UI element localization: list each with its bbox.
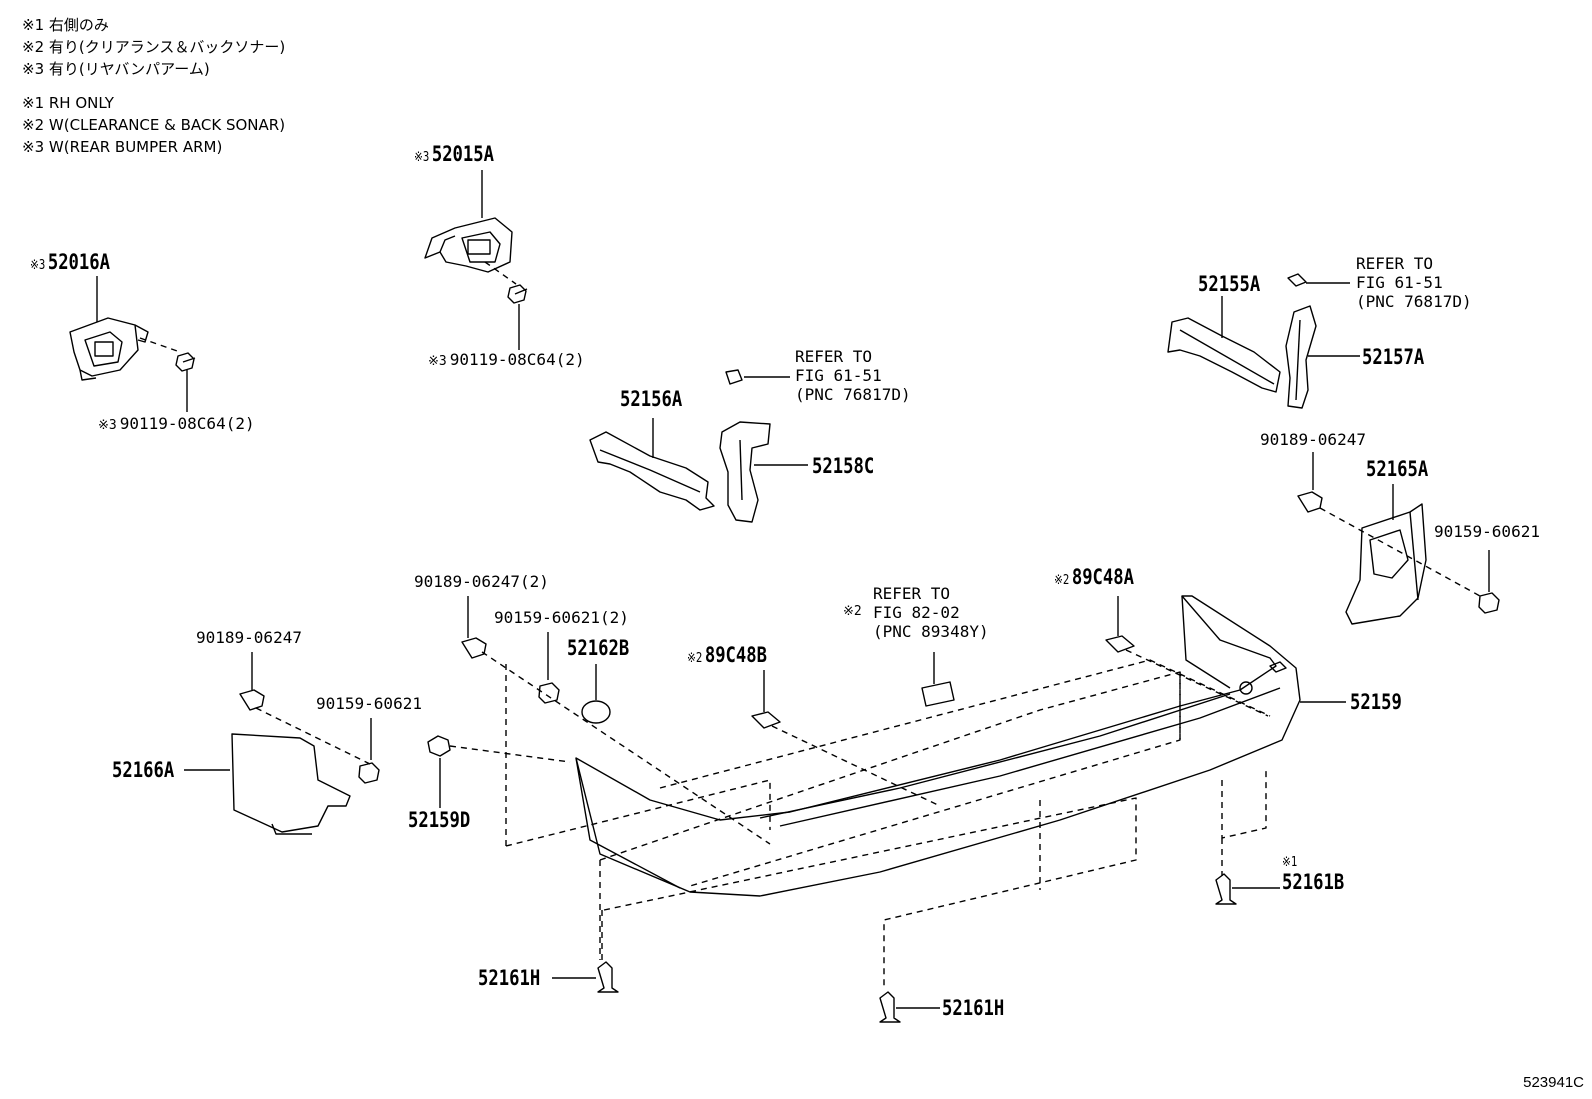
part-number: 89C48B: [704, 643, 768, 667]
label-52162b[interactable]: 52162B: [567, 636, 630, 660]
label-90159-left[interactable]: 90159-60621: [316, 694, 422, 713]
note-line: ※3 有り(リヤバンパアーム): [22, 60, 210, 78]
lower-moulding-52166a-part: [231, 733, 351, 835]
notes-japanese: ※1 右側のみ ※2 有り(クリアランス＆バックソナー) ※3 有り(リヤバンパ…: [22, 14, 285, 80]
label-52161h-left[interactable]: 52161H: [478, 966, 541, 990]
label-52166a[interactable]: 52166A: [112, 758, 175, 782]
note-mark: ※3: [428, 354, 447, 369]
clip-90189-left: [239, 689, 265, 711]
bumper-arm-52016a-part: [69, 317, 149, 381]
sonar-retainer-89c48a: [1105, 635, 1135, 653]
part-number: 52016A: [47, 250, 111, 274]
note-mark: ※2: [687, 651, 703, 666]
label-52156a[interactable]: 52156A: [620, 387, 683, 411]
ref-line: FIG 82-02: [873, 603, 960, 622]
cap-52162b-part: [581, 700, 611, 724]
notes-english: ※1 RH ONLY ※2 W(CLEARANCE & BACK SONAR) …: [22, 92, 285, 158]
lower-moulding-52165a-part: [1345, 503, 1427, 625]
label-52155a[interactable]: 52155A: [1198, 272, 1261, 296]
label-90189-right[interactable]: 90189-06247: [1260, 430, 1366, 449]
ref-line: FIG 61-51: [795, 366, 882, 385]
clip-90189-right: [1297, 491, 1323, 513]
label-90159-pair[interactable]: 90159-60621(2): [494, 608, 629, 627]
clip-52159d-part: [427, 735, 451, 757]
note-line: ※1 RH ONLY: [22, 94, 114, 112]
label-52161h-center[interactable]: 52161H: [942, 996, 1005, 1020]
note-line: ※2 W(CLEARANCE & BACK SONAR): [22, 116, 286, 134]
clip-52161h-center-part: [879, 991, 901, 1023]
note-mark: ※1: [1282, 855, 1298, 870]
bolt-90119-left: [175, 352, 196, 372]
ref-line: (PNC 89348Y): [873, 622, 989, 641]
clip-90189-pair: [461, 637, 487, 659]
part-number: 52161B: [1282, 870, 1345, 894]
part-number: 90119-08C64(2): [119, 414, 255, 433]
note-mark: ※2: [1054, 573, 1070, 588]
ref-line: REFER TO: [1356, 254, 1434, 273]
sonar-sensor-89348y: [921, 681, 955, 707]
label-52159[interactable]: 52159: [1350, 690, 1402, 714]
bracket-52156a-part: [589, 431, 715, 511]
ref-line: REFER TO: [795, 347, 873, 366]
label-90189-left[interactable]: 90189-06247: [196, 628, 302, 647]
ref-line: FIG 61-51: [1356, 273, 1443, 292]
screw-90159-right: [1478, 592, 1500, 614]
part-number: 90119-08C64(2): [449, 350, 585, 369]
refer-to-fig-82-02[interactable]: ※2 REFER TO FIG 82-02 (PNC 89348Y): [843, 584, 989, 641]
bracket-52157a-part: [1285, 305, 1317, 409]
note-line: ※1 右側のみ: [22, 16, 109, 34]
note-line: ※2 有り(クリアランス＆バックソナー): [22, 38, 286, 56]
label-52157a[interactable]: 52157A: [1362, 345, 1425, 369]
label-90159-right[interactable]: 90159-60621: [1434, 522, 1540, 541]
ref-line: (PNC 76817D): [795, 385, 911, 404]
part-number: 89C48A: [1071, 565, 1135, 589]
refer-to-fig-61-51-mid[interactable]: REFER TO FIG 61-51 (PNC 76817D): [795, 347, 911, 404]
ref-line: REFER TO: [873, 584, 951, 603]
sonar-retainer-89c48b: [751, 711, 781, 729]
label-52161b[interactable]: ※1 52161B: [1282, 855, 1344, 894]
retainer-52155a-part: [1167, 317, 1281, 393]
label-90189-pair[interactable]: 90189-06247(2): [414, 572, 549, 591]
note-mark: ※2: [843, 604, 862, 619]
clip-76817d-mid: [725, 369, 743, 385]
clip-76817d-right: [1287, 273, 1307, 287]
figure-id: 523941C: [1523, 1074, 1584, 1091]
clip-52161b-part: [1215, 873, 1237, 905]
note-mark: ※3: [414, 150, 430, 165]
screw-90159-pair: [538, 682, 560, 704]
label-52158c[interactable]: 52158C: [812, 454, 875, 478]
note-mark: ※3: [30, 258, 46, 273]
ref-line: (PNC 76817D): [1356, 292, 1472, 311]
note-line: ※3 W(REAR BUMPER ARM): [22, 138, 223, 156]
bracket-52158c-part: [719, 421, 771, 523]
label-52159d[interactable]: 52159D: [408, 808, 471, 832]
rear-bumper-cover-52159: [575, 595, 1301, 897]
screw-90159-left: [358, 762, 380, 784]
clip-52161h-left-part: [597, 961, 619, 993]
part-number: 52015A: [431, 142, 495, 166]
label-52165a[interactable]: 52165A: [1366, 457, 1429, 481]
bolt-90119-upper: [507, 284, 528, 304]
refer-to-fig-61-51-right[interactable]: REFER TO FIG 61-51 (PNC 76817D): [1356, 254, 1472, 311]
bumper-arm-52015a-part: [424, 217, 513, 273]
note-mark: ※3: [98, 418, 117, 433]
